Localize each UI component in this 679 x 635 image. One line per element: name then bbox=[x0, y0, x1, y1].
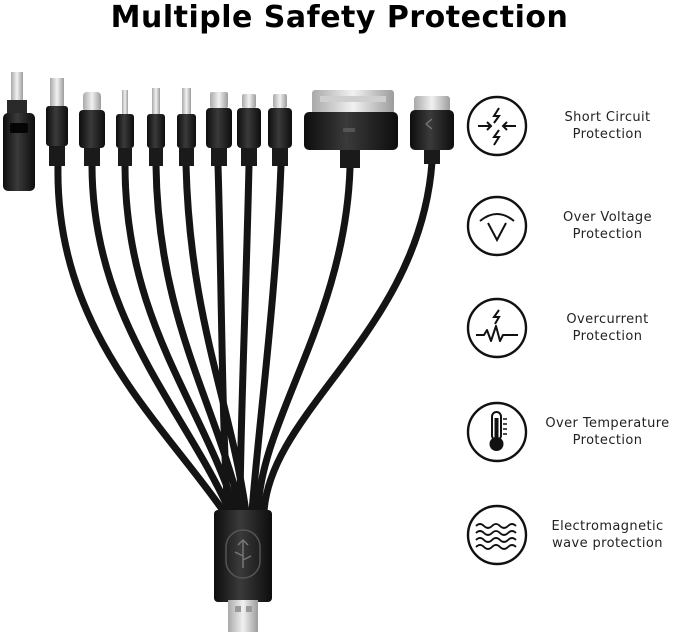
cables bbox=[54, 158, 436, 516]
dc-barrel-small-connector-1 bbox=[116, 90, 134, 166]
page-title: Multiple Safety Protection bbox=[110, 0, 569, 35]
current-spike-icon bbox=[466, 297, 528, 359]
dc-adapter-connector bbox=[3, 72, 35, 191]
usb-a-plug bbox=[214, 510, 272, 632]
usb-c-connector bbox=[79, 92, 105, 166]
feature-electromagnetic: Electromagnetic wave protection bbox=[466, 504, 679, 566]
feature-over-temperature: Over Temperature Protection bbox=[466, 401, 679, 463]
cable-7 bbox=[236, 161, 253, 516]
apple-30-pin-connector bbox=[304, 90, 398, 168]
feature-line2: wave protection bbox=[552, 536, 663, 551]
feature-line2: Protection bbox=[572, 433, 643, 448]
dc-barrel-small-connector-3 bbox=[177, 88, 196, 166]
wave-icon bbox=[466, 504, 528, 566]
micro-usb-connector-1 bbox=[237, 94, 261, 166]
samsung-tablet-connector bbox=[410, 96, 454, 164]
feature-line2: Protection bbox=[572, 227, 643, 242]
feature-line1: Over Temperature bbox=[545, 416, 670, 431]
cable-1 bbox=[54, 161, 228, 516]
cable-9 bbox=[254, 164, 354, 516]
micro-usb-connector-2 bbox=[268, 94, 292, 166]
feature-line1: Electromagnetic bbox=[551, 519, 664, 534]
voltage-gauge-icon bbox=[466, 195, 528, 257]
feature-line1: Short Circuit bbox=[564, 110, 651, 125]
feature-line2: Protection bbox=[572, 329, 643, 344]
short-circuit-icon bbox=[466, 95, 528, 157]
cable-10 bbox=[260, 158, 436, 516]
multi-cable-illustration bbox=[3, 72, 454, 632]
cable-3 bbox=[121, 161, 240, 516]
cable-8 bbox=[248, 161, 285, 516]
feature-overcurrent: Overcurrent Protection bbox=[466, 297, 679, 359]
mini-usb-connector bbox=[206, 92, 232, 166]
feature-line2: Protection bbox=[572, 127, 643, 142]
feature-line1: Over Voltage bbox=[563, 210, 652, 225]
thermometer-icon bbox=[466, 401, 528, 463]
cable-2 bbox=[88, 161, 234, 516]
feature-line1: Overcurrent bbox=[566, 312, 649, 327]
dc-barrel-small-connector-2 bbox=[147, 88, 165, 166]
cable-6 bbox=[214, 161, 232, 516]
feature-over-voltage: Over Voltage Protection bbox=[466, 195, 679, 257]
dc-barrel-large-connector bbox=[46, 78, 68, 166]
feature-short-circuit: Short Circuit Protection bbox=[466, 95, 679, 157]
